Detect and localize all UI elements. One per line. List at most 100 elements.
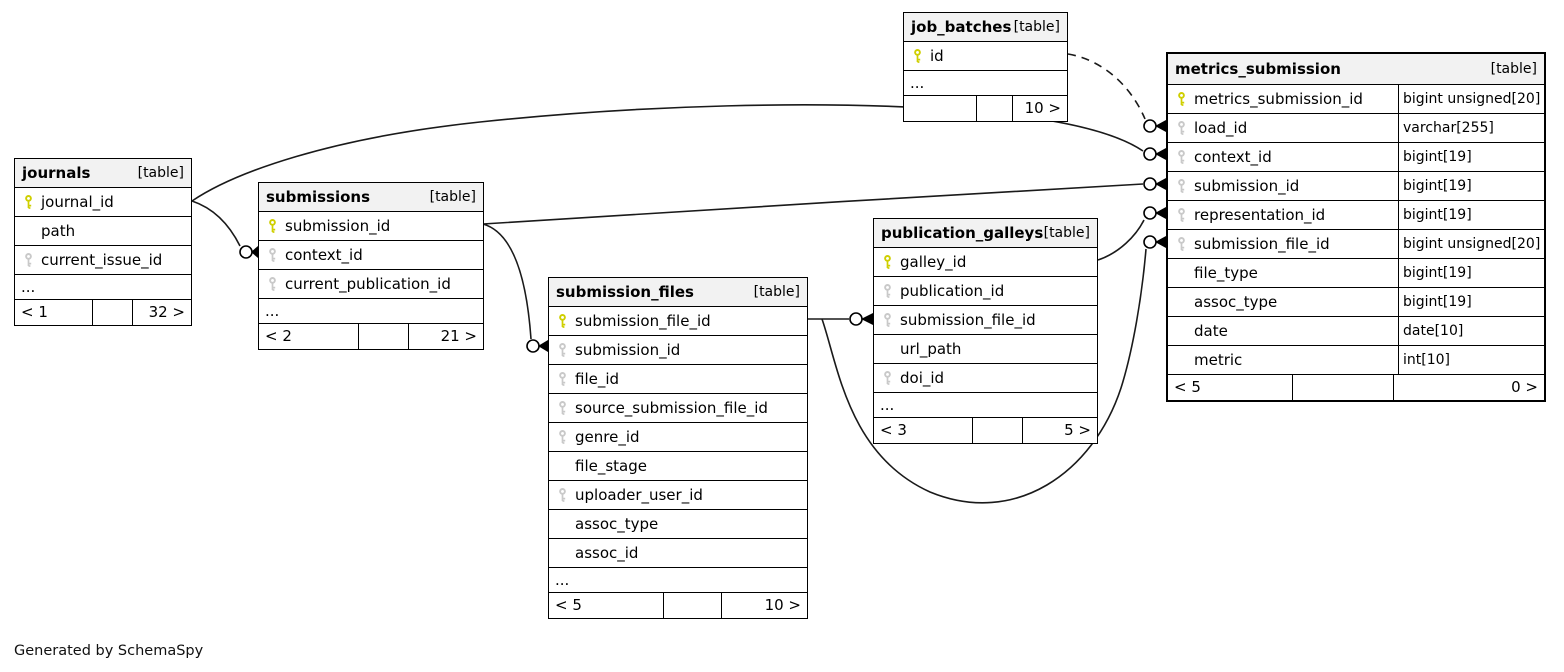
table-title[interactable]: submissions [266,187,371,206]
zero-or-many-circle-icon [1143,177,1157,191]
column-name-cell: submission_id [259,212,483,240]
table-submission_files[interactable]: submission_files[table]submission_file_i… [548,277,808,619]
column-name: submission_file_id [1194,234,1330,253]
table-title[interactable]: metrics_submission [1175,59,1341,78]
column-name-cell: url_path [874,335,1097,363]
table-row: submission_file_id [549,306,807,335]
table-row: submission_id [259,211,483,240]
table-title[interactable]: submission_files [556,282,694,301]
column-name: load_id [1194,118,1248,137]
column-name-cell: journal_id [15,188,191,216]
table-row: current_issue_id [15,245,191,274]
column-name-cell: file_stage [549,452,807,480]
column-name-cell: publication_id [874,277,1097,305]
table-row: journal_id [15,187,191,216]
table-tag: [table] [429,189,476,205]
column-name-cell: current_issue_id [15,246,191,274]
relation-journals-submissions [191,200,241,247]
table-title[interactable]: job_batches [911,17,1012,36]
column-name: representation_id [1194,205,1326,224]
table-footer: < 5 10 > [549,592,807,618]
foreign-key-icon [549,488,575,502]
table-row: file_stage [549,451,807,480]
zero-or-many-circle-icon [849,312,863,326]
column-name-cell: assoc_id [549,539,807,567]
column-name: id [930,46,944,65]
zero-or-many-circle-icon [1143,119,1157,133]
table-row: galley_id [874,247,1097,276]
foreign-key-icon [1168,150,1194,164]
table-job_batches[interactable]: job_batches[table]id...10 > [903,12,1068,122]
column-name-cell: doi_id [874,364,1097,392]
primary-key-icon [259,219,285,233]
table-footer: < 3 5 > [874,417,1097,443]
table-row: publication_id [874,276,1097,305]
table-tag: [table] [1490,61,1537,77]
table-metrics_submission[interactable]: metrics_submission [table] metrics_submiss… [1166,52,1546,402]
table-row: current_publication_id [259,269,483,298]
crowsfoot-icon [1155,120,1166,132]
footer-children-count[interactable]: < 3 [880,421,907,439]
relation-submissions-metrics_submission [482,183,1144,225]
column-name-cell: assoc_type [549,510,807,538]
foreign-key-icon [874,313,900,327]
table-row: submission_file_id bigint unsigned[20] [1168,229,1544,258]
column-name: submission_id [575,340,681,359]
column-name: file_stage [575,456,647,475]
foreign-key-icon [259,248,285,262]
table-submissions[interactable]: submissions [table] submission_id context_i… [258,182,484,350]
crowsfoot-icon [861,313,873,325]
table-header: journals[table] [15,159,191,187]
column-type: int[10] [1398,346,1544,374]
column-name-cell: submission_id [1168,172,1398,200]
relation-job_batches-metrics_submission [1067,53,1146,120]
more-columns-ellipsis: ... [874,392,1097,417]
column-name: metrics_submission_id [1194,89,1363,108]
relation-submissions-submission_files [482,223,532,340]
column-name: context_id [1194,147,1272,166]
footer-children-count[interactable]: < 1 [21,303,48,321]
column-name: galley_id [900,252,967,271]
table-row: assoc_id [549,538,807,567]
column-name-cell: metric [1168,346,1398,374]
table-header: job_batches[table] [904,13,1067,41]
foreign-key-icon [874,371,900,385]
column-type: date[10] [1398,317,1544,345]
column-type: varchar[255] [1398,114,1544,142]
footer-children-count[interactable] [904,96,976,121]
primary-key-icon [904,49,930,63]
footer-children-count[interactable]: < 2 [265,327,292,345]
table-row: load_id varchar[255] [1168,113,1544,142]
column-name: publication_id [900,281,1005,300]
table-row: id [904,41,1067,70]
column-name: doi_id [900,368,945,387]
footer-parents-count[interactable]: 32 > [148,303,185,321]
footer-parents-count[interactable]: 21 > [440,327,477,345]
column-name: context_id [285,245,363,264]
column-type: bigint[19] [1398,288,1544,316]
footer-children-count[interactable]: < 5 [555,596,582,614]
footer-parents-count[interactable]: 10 > [1024,99,1061,117]
table-row: genre_id [549,422,807,451]
crowsfoot-icon [251,246,258,258]
footer-parents-count[interactable]: 0 > [1511,378,1538,396]
table-title[interactable]: journals [22,163,91,182]
foreign-key-icon [549,401,575,415]
column-type: bigint unsigned[20] [1398,230,1544,258]
column-type: bigint[19] [1398,259,1544,287]
column-type: bigint[19] [1398,172,1544,200]
table-tag: [table] [1043,225,1090,241]
column-name: journal_id [41,192,114,211]
column-name: submission_file_id [900,310,1036,329]
column-name: submission_id [1194,176,1300,195]
table-title[interactable]: publication_galleys [881,223,1044,242]
footer-parents-count[interactable]: 10 > [764,596,801,614]
footer-children-count[interactable]: < 5 [1174,378,1201,396]
table-row: url_path [874,334,1097,363]
footer-parents-count[interactable]: 5 > [1064,421,1091,439]
